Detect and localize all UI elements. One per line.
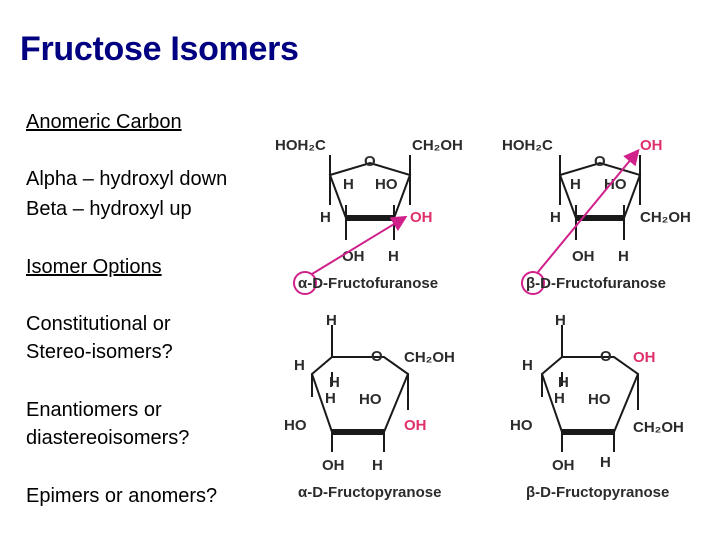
beta-pyranose-label-ring-o: O	[600, 348, 612, 365]
page-title: Fructose Isomers	[20, 30, 299, 68]
beta-furanose-label-oh: OH	[572, 248, 595, 265]
question-enantiomers: Enantiomers or	[26, 399, 162, 421]
alpha-fructofuranose-name: α-D-Fructofuranose	[298, 275, 438, 292]
alpha-arrow	[311, 215, 408, 275]
alpha-pyranose-label-top-h: H	[326, 312, 337, 329]
beta-definition: Beta – hydroxyl up	[26, 198, 192, 220]
beta-pyranose-label-h3: H	[554, 390, 565, 407]
alpha-furanose-label-ho: HO	[375, 176, 398, 193]
question-epimers-anomers: Epimers or anomers?	[26, 485, 218, 507]
alpha-pyranose-label-ho: HO	[359, 391, 382, 408]
alpha-furanose-label-hoh2c: HOH₂C	[275, 137, 326, 154]
beta-pyranose-label-ch2oh: CH₂OH	[633, 419, 684, 436]
alpha-pyranose-label-ring-o: O	[371, 348, 383, 365]
alpha-pyranose-label-left-h: H	[294, 357, 305, 374]
alpha-furanose-label-oh: OH	[342, 248, 365, 265]
alpha-definition: Alpha – hydroxyl down	[26, 168, 228, 190]
beta-fructofuranose: HOH₂C OH O H HO H CH₂OH OH H β-D-Fructof…	[502, 137, 691, 295]
beta-pyranose-label-top-h: H	[555, 312, 566, 329]
beta-arrow	[537, 148, 640, 273]
beta-pyranose-label-left-h: H	[522, 357, 533, 374]
alpha-pyranose-label-oh: OH	[322, 457, 345, 474]
alpha-fructopyranose-name: α-D-Fructopyranose	[298, 484, 441, 501]
alpha-furanose-label-h: H	[343, 176, 354, 193]
beta-furanose-label-anomeric-oh: OH	[640, 137, 663, 154]
beta-pyranose-label-oh: OH	[552, 457, 575, 474]
anomeric-carbon-heading: Anomeric Carbon	[26, 111, 182, 133]
beta-furanose-label-h2: H	[550, 209, 561, 226]
beta-pyranose-label-bottom-h: H	[600, 454, 611, 471]
alpha-furanose-label-h2: H	[320, 209, 331, 226]
beta-furanose-label-ch2oh: CH₂OH	[640, 209, 691, 226]
alpha-furanose-label-h3: H	[388, 248, 399, 265]
alpha-pyranose-label-ch2oh: CH₂OH	[404, 349, 455, 366]
alpha-pyranose-label-h3: H	[325, 390, 336, 407]
beta-pyranose-label-h2: H	[558, 374, 569, 391]
alpha-pyranose-label-anomeric-oh: OH	[404, 417, 427, 434]
beta-pyranose-label-ho: HO	[588, 391, 611, 408]
alpha-fructopyranose: H H O CH₂OH H H HO HO OH OH H α-D-Fructo…	[284, 312, 455, 501]
beta-pyranose-label-anomeric-oh: OH	[633, 349, 656, 366]
alpha-furanose-label-anomeric-oh: OH	[410, 209, 433, 226]
alpha-furanose-label-ring-o: O	[364, 153, 376, 170]
alpha-pyranose-label-ho2: HO	[284, 417, 307, 434]
beta-furanose-label-ring-o: O	[594, 153, 606, 170]
beta-highlight-circle	[521, 271, 545, 295]
beta-furanose-label-hoh2c: HOH₂C	[502, 137, 553, 154]
beta-furanose-label-h: H	[570, 176, 581, 193]
alpha-highlight-circle	[293, 271, 317, 295]
isomer-options-heading: Isomer Options	[26, 256, 162, 278]
question-constitutional: Constitutional or	[26, 313, 171, 335]
alpha-pyranose-label-h2: H	[329, 374, 340, 391]
beta-fructopyranose-name: β-D-Fructopyranose	[526, 484, 669, 501]
beta-pyranose-label-ho2: HO	[510, 417, 533, 434]
beta-furanose-label-ho: HO	[604, 176, 627, 193]
beta-fructofuranose-name: β-D-Fructofuranose	[526, 275, 666, 292]
beta-furanose-label-h3: H	[618, 248, 629, 265]
beta-fructopyranose: H H O OH H H HO HO CH₂OH OH H β-D-Fructo…	[510, 312, 684, 501]
alpha-furanose-label-ch2oh: CH₂OH	[412, 137, 463, 154]
question-diastereoisomers: diastereoisomers?	[26, 427, 190, 449]
question-stereoisomers: Stereo-isomers?	[26, 341, 173, 363]
alpha-pyranose-label-bottom-h: H	[372, 457, 383, 474]
alpha-fructofuranose: HOH₂C CH₂OH O H HO H OH OH H α-D-Fructof…	[275, 137, 463, 295]
